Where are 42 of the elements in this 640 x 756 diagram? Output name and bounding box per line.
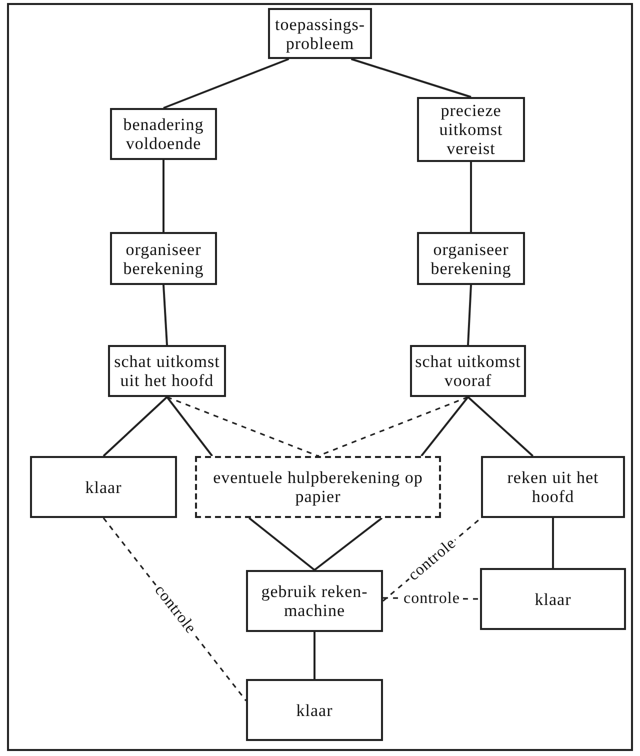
connector-line [162,160,164,232]
process-box [110,232,217,285]
dashed-connector [318,396,468,457]
box-label: klaar [84,478,123,496]
process-box [481,456,625,518]
box-label: reken uit het hoofd [506,468,600,506]
connector-line [314,517,383,571]
box-label: schat uitkomst vooraf [414,352,522,390]
process-box [410,345,526,397]
optional-step-box [195,456,441,518]
connector-line [470,162,472,232]
process-box [246,679,383,741]
dashed-connector [166,396,318,457]
box-label: eventuele hulpberekening op papier [212,468,424,506]
connector-line [162,284,168,346]
process-box [417,232,525,285]
process-box [480,568,626,630]
box-label: toepassings- probleem [274,14,366,52]
box-label: precieze uitkomst vereist [438,101,504,158]
process-box [417,97,525,162]
connector-line [552,518,554,568]
connector-line [420,396,469,457]
box-label: gebruik reken- machine [260,582,369,620]
process-box [108,345,226,397]
connector-line [248,517,316,571]
box-label: schat uitkomst uit het hoofd [113,352,221,390]
box-label: organiseer berekening [122,240,205,278]
connector-line [467,396,534,457]
connector-line [314,632,316,679]
process-box [268,8,372,59]
box-label: benadering voldoende [122,115,205,153]
connector-line [166,396,214,457]
connector-line [467,284,472,346]
connector-line [102,396,168,457]
process-box [246,570,383,632]
process-box [110,108,217,160]
box-label: klaar [534,590,572,608]
box-label: klaar [295,700,334,720]
box-label: organiseer berekening [430,240,512,278]
connector-line [163,58,290,109]
connector-line [350,58,472,98]
process-box [30,456,177,518]
